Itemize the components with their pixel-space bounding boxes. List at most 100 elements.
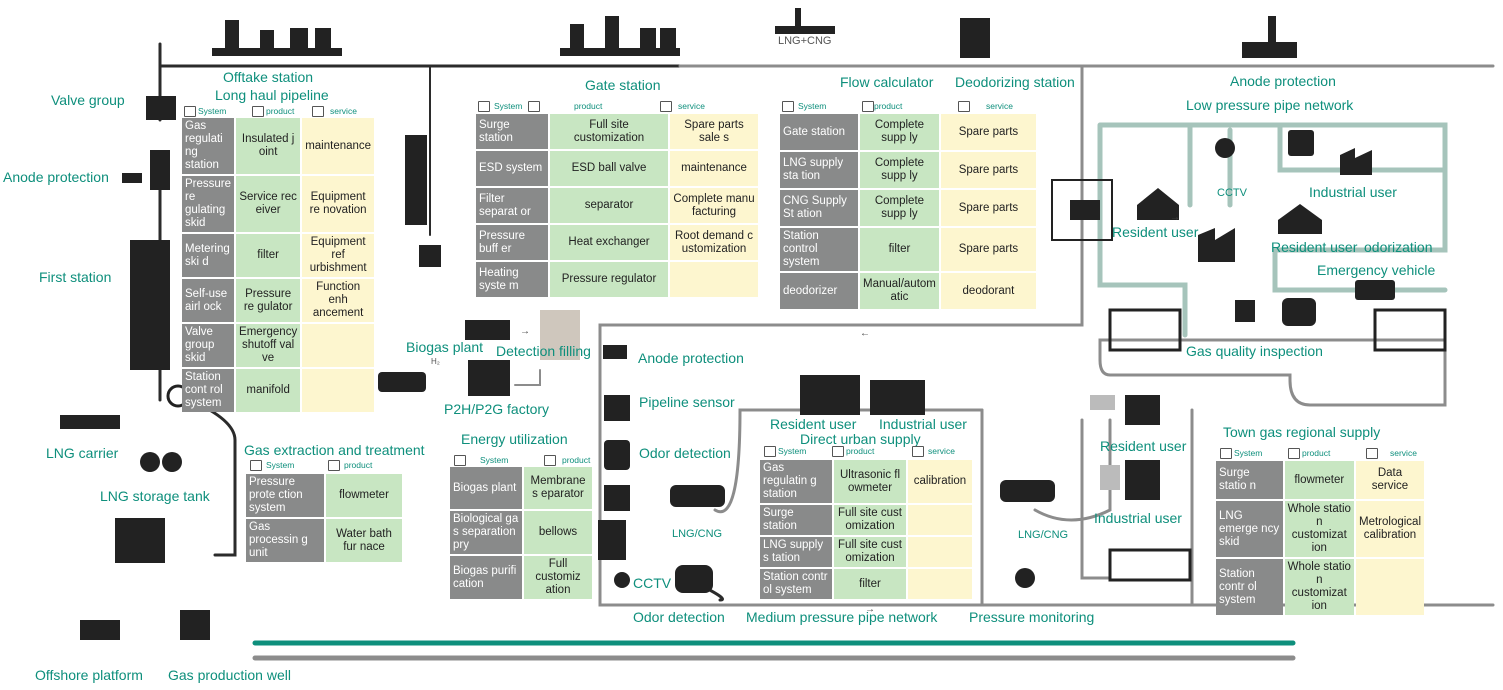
- system-cell: Station contr ol system: [760, 569, 832, 599]
- deodorizing-station-label: Deodorizing station: [955, 74, 1075, 90]
- product-cell: Full site customization: [550, 114, 668, 149]
- header-product: product: [574, 101, 603, 111]
- lng-cng-right-label: LNG/CNG: [1018, 529, 1069, 541]
- service-cell: maintenance: [670, 151, 758, 186]
- long-haul-pipeline-label: Long haul pipeline: [215, 87, 329, 103]
- header-system: System: [198, 106, 227, 116]
- cctv-top-label: CCTV: [1217, 187, 1247, 199]
- system-cell: Gas processin g unit: [246, 519, 324, 562]
- header-service: service: [678, 101, 705, 111]
- product-cell: filter: [236, 234, 301, 277]
- system-cell: Biogas purifi cation: [450, 556, 522, 599]
- odorization-label: odorization: [1364, 239, 1433, 255]
- odor-detection-bottom-label: Odor detection: [633, 609, 725, 625]
- extraction-table-header: System product: [248, 460, 404, 472]
- system-cell: Surge station: [476, 114, 548, 149]
- product-cell: Whole statio n customizat ion: [1284, 559, 1354, 615]
- system-icon: [764, 446, 776, 457]
- resident-user-left-label: Resident user: [1112, 224, 1199, 240]
- service-cell: [908, 505, 972, 535]
- industrial-user-urban-label: Industrial user: [879, 416, 967, 432]
- product-cell: Service rec eiver: [236, 176, 301, 232]
- anode-protection-mid-label: Anode protection: [638, 350, 744, 366]
- service-cell: Function enh ancement: [302, 279, 375, 322]
- industrial-user-right-label: Industrial user: [1094, 510, 1182, 526]
- product-cell: Insulated j oint: [236, 118, 301, 174]
- service-icon: [958, 101, 970, 112]
- product-icon: [1288, 448, 1300, 459]
- town-gas-supply-label: Town gas regional supply: [1223, 424, 1381, 440]
- header-product: product: [266, 106, 295, 116]
- product-cell: Water bath fur nace: [326, 519, 402, 562]
- product-cell: Pressure regulator: [550, 262, 668, 297]
- service-cell: Data service: [1356, 461, 1424, 499]
- odor-detection-mid-label: Odor detection: [639, 445, 731, 461]
- resident-user-right-label: Resident user: [1100, 438, 1187, 454]
- service-cell: [302, 369, 375, 412]
- medium-pressure-network-label: Medium pressure pipe network: [746, 609, 938, 625]
- svg-text:→: →: [520, 326, 530, 337]
- product-cell: Ultrasonic fl owmeter: [834, 460, 906, 503]
- resident-user-urban-label: Resident user: [770, 416, 857, 432]
- system-icon: [782, 101, 794, 112]
- service-cell: Spare parts: [940, 228, 1036, 271]
- header-service: service: [986, 101, 1013, 111]
- product-cell: Full site cust omization: [834, 505, 906, 535]
- service-icon: [312, 106, 324, 117]
- product-cell: Full site cust omization: [834, 537, 906, 567]
- product-cell: flowmeter: [1284, 461, 1354, 499]
- offtake-station-label: Offtake station: [223, 69, 314, 85]
- p2h-factory-label: P2H/P2G factory: [444, 401, 550, 417]
- system-cell: Heating syste m: [476, 262, 548, 297]
- system-icon: [1220, 448, 1232, 459]
- service-cell: Spare parts: [940, 114, 1036, 150]
- product-cell: Membrane s eparator: [524, 467, 592, 509]
- system-cell: Pressure buff er: [476, 225, 548, 260]
- product-cell: Complete supp ly: [860, 190, 939, 226]
- header-product: product: [1302, 448, 1331, 458]
- header-system: System: [798, 101, 827, 111]
- system-cell: Self-use airl ock: [182, 279, 235, 322]
- product-cell: Pressure re gulator: [236, 279, 301, 322]
- header-system: System: [778, 446, 807, 456]
- service-icon: [912, 446, 924, 457]
- service-cell: Spare parts: [940, 190, 1036, 226]
- service-icon: [1366, 448, 1378, 459]
- header-system: System: [480, 455, 509, 465]
- system-cell: Gas regulati ng station: [182, 118, 235, 174]
- product-cell: manifold: [236, 369, 301, 412]
- pipeline-sensor-label: Pipeline sensor: [639, 394, 735, 410]
- emergency-vehicle-label: Emergency vehicle: [1317, 262, 1436, 278]
- product-cell: filter: [860, 228, 939, 271]
- system-icon: [454, 455, 466, 466]
- longhaul-table-header: System product service: [182, 106, 372, 118]
- system-cell: CNG Supply St ation: [780, 190, 858, 226]
- system-cell: Surge station: [760, 505, 832, 535]
- system-cell: Valve group skid: [182, 324, 235, 367]
- gate-table-header: System product service: [476, 101, 760, 113]
- lng-cng-mid-label: LNG/CNG: [672, 528, 723, 540]
- low-pressure-network-label: Low pressure pipe network: [1186, 97, 1354, 113]
- flow-calculator-label: Flow calculator: [840, 74, 934, 90]
